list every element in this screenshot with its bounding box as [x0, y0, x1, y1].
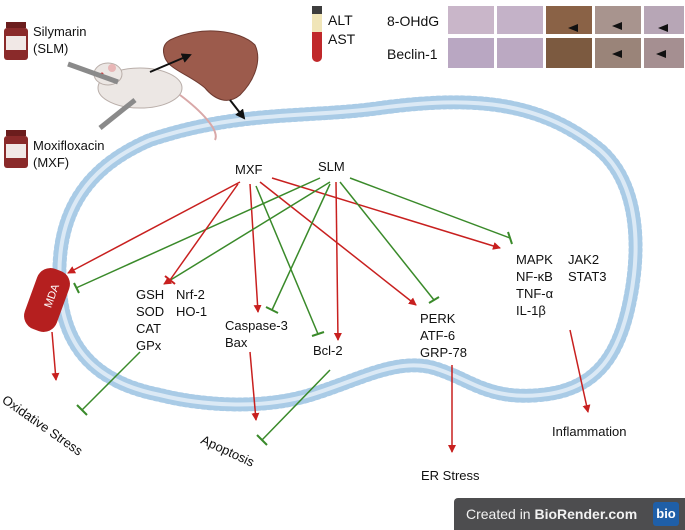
stat3-node: STAT3 — [568, 269, 607, 284]
pathway-lines — [51, 177, 591, 453]
mxf-node: MXF — [235, 162, 263, 177]
histology-marker-1: 8-OHdG — [387, 13, 440, 29]
histology-panels — [448, 6, 684, 68]
atf6-node: ATF-6 — [420, 328, 456, 343]
jak2-node: JAK2 — [568, 252, 600, 267]
bcl2-node: Bcl-2 — [313, 343, 343, 358]
ho1-node: HO-1 — [176, 304, 208, 319]
slm-node: SLM — [318, 159, 345, 174]
liver-illustration — [162, 30, 259, 101]
grp78-node: GRP-78 — [420, 345, 467, 360]
moxifloxacin-label: Moxifloxacin — [33, 138, 105, 153]
histology-marker-2: Beclin-1 — [387, 46, 438, 62]
syringe-bottom — [98, 98, 137, 130]
syringe-top — [67, 61, 119, 85]
antioxidant-4: GPx — [136, 338, 162, 353]
mda-capsule — [24, 268, 70, 332]
inflammation-label: Inflammation — [552, 424, 627, 439]
moxifloxacin-bottle — [4, 130, 28, 168]
antioxidant-1: GSH — [136, 287, 165, 302]
arrow-rat-liver — [149, 53, 192, 73]
ast-label: AST — [328, 31, 356, 47]
antioxidant-2: SOD — [136, 304, 165, 319]
biorender-credit: Created in BioRender.com — [466, 506, 638, 522]
antioxidant-3: CAT — [136, 321, 162, 336]
cell-membrane-inner — [57, 100, 638, 407]
mapk-node: MAPK — [516, 252, 553, 267]
tnfa-node: TNF-α — [516, 286, 554, 301]
silymarin-bottle — [4, 22, 28, 60]
bax-node: Bax — [225, 335, 248, 350]
caspase3-node: Caspase-3 — [225, 318, 288, 333]
nrf2-node: Nrf-2 — [176, 287, 205, 302]
il1b-node: IL-1β — [516, 303, 546, 318]
er-stress-label: ER Stress — [421, 468, 480, 483]
perk-node: PERK — [420, 311, 456, 326]
biorender-badge[interactable]: Created in BioRender.com bio — [454, 498, 685, 530]
nfkb-node: NF-κB — [516, 269, 553, 284]
silymarin-label: Silymarin — [33, 24, 87, 39]
alt-label: ALT — [328, 12, 353, 28]
arrow-liver-cell — [229, 99, 246, 120]
silymarin-abbr: (SLM) — [33, 41, 69, 56]
blood-tube — [312, 6, 322, 62]
rat-illustration — [93, 62, 217, 141]
moxifloxacin-abbr: (MXF) — [33, 155, 70, 170]
biorender-logo-icon: bio — [653, 502, 679, 526]
